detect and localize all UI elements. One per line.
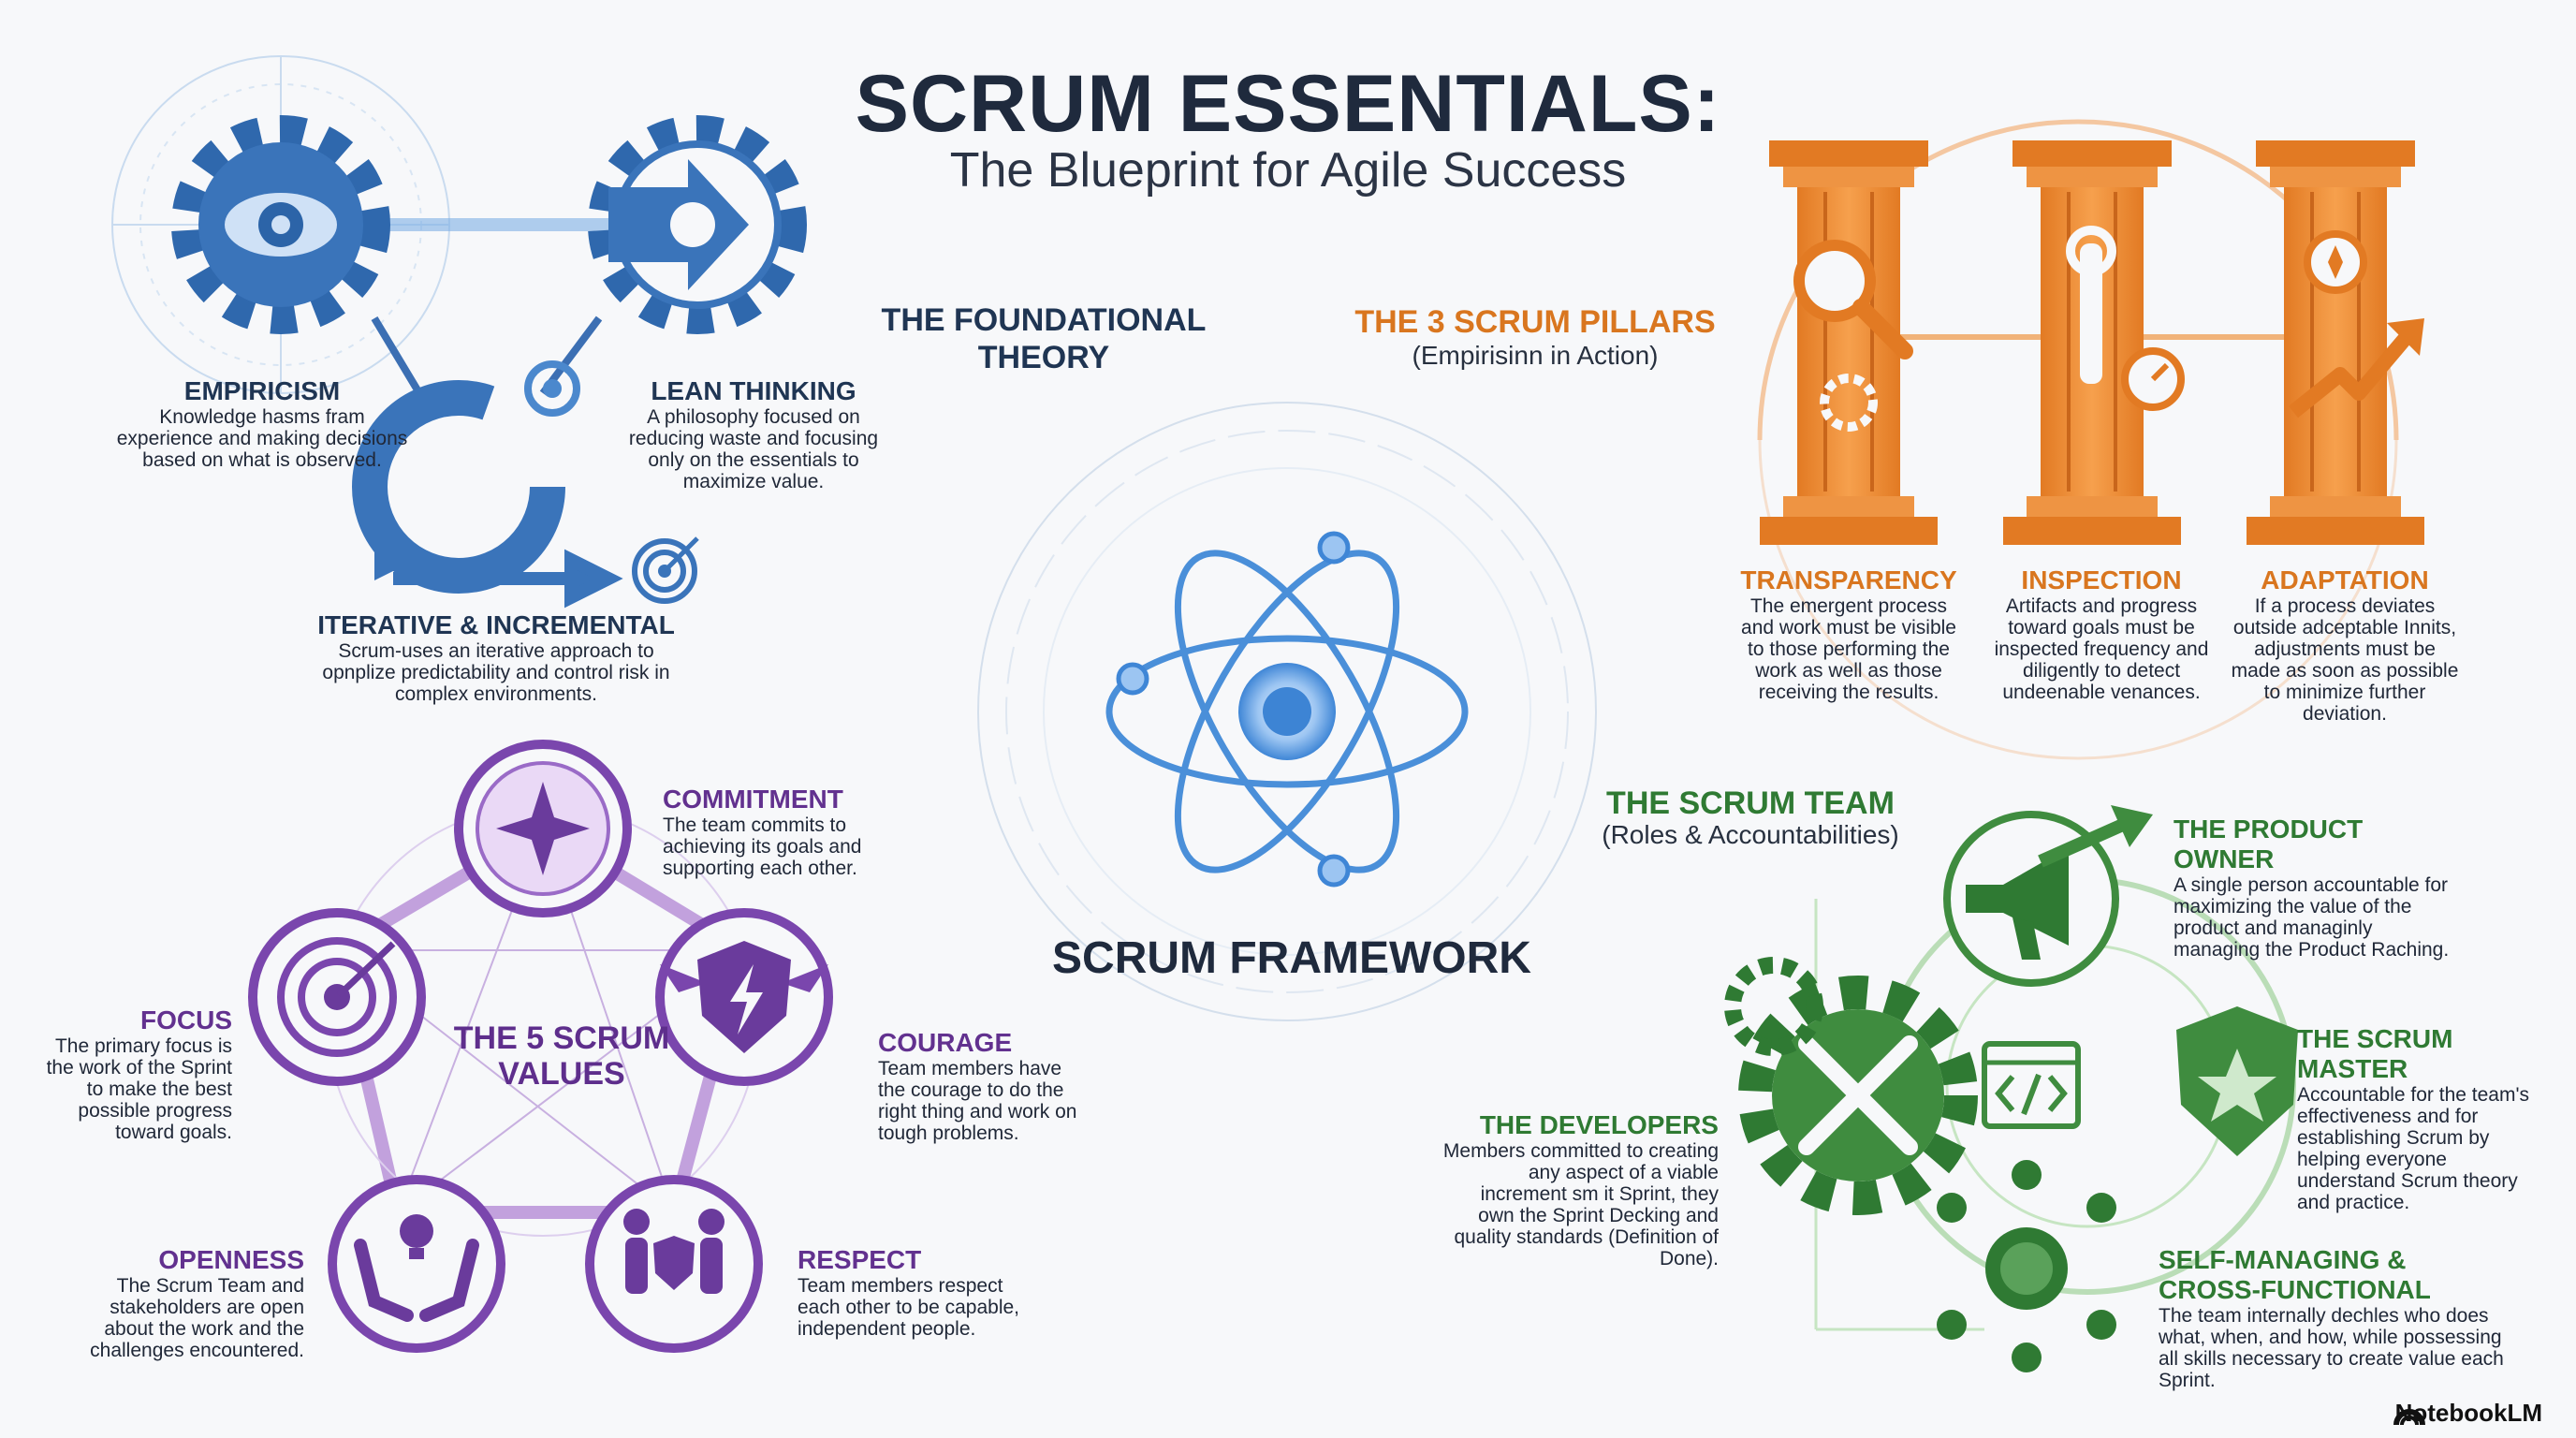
lean-thinking-gear-icon (588, 115, 807, 334)
values-pentagon-art (248, 740, 833, 1353)
transparency-text: The emergent process and work must be vi… (1741, 595, 1956, 703)
iterative-title: ITERATIVE & INCREMENTAL (317, 610, 675, 639)
empiricism-text: Knowledge hasms fram experience and maki… (116, 406, 408, 471)
lean-thinking-block: LEAN THINKING A philosophy focused on re… (618, 376, 889, 492)
scrum-framework-label: SCRUM FRAMEWORK (1052, 933, 1531, 983)
developers-block: THE DEVELOPERS Members committed to crea… (1442, 1110, 1719, 1269)
target-arrow-icon (248, 908, 426, 1086)
courage-text: Team members have the courage to do the … (878, 1058, 1077, 1144)
scrum-team-subheading: (Roles & Accountabilities) (1602, 820, 1899, 849)
commitment-text: The team commits to achieving its goals … (663, 814, 862, 879)
scrum-team-heading: THE SCRUM TEAM (1606, 785, 1895, 821)
adaptation-pillar-icon (2247, 140, 2424, 545)
shield-star-icon (2176, 1006, 2298, 1156)
openness-block: OPENNESS The Scrum Team and stakeholders… (75, 1245, 304, 1361)
lean-thinking-title: LEAN THINKING (651, 376, 856, 405)
courage-title: COURAGE (878, 1028, 1013, 1057)
empiricism-block: EMPIRICISM Knowledge hasms fram experien… (112, 376, 412, 471)
pillars-subheading: (Empirisinn in Action) (1412, 341, 1659, 370)
target-icon (632, 536, 699, 604)
page-subtitle: The Blueprint for Agile Success (949, 143, 1627, 198)
scrum-master-block: THE SCRUM MASTER Accountable for the tea… (2297, 1024, 2536, 1213)
iterative-block: ITERATIVE & INCREMENTAL Scrum-uses an it… (300, 610, 693, 705)
values-center-label: THE 5 SCRUM VALUES (453, 1020, 670, 1092)
open-hands-lightbulb-icon (328, 1175, 505, 1353)
inspection-pillar-icon (2003, 140, 2185, 545)
transparency-title: TRANSPARENCY (1740, 565, 1957, 594)
gear-tools-icon (1724, 957, 1978, 1215)
focus-title: FOCUS (140, 1005, 232, 1034)
scrum-master-title: THE SCRUM MASTER (2297, 1024, 2453, 1083)
scrum-master-text: Accountable for the team's effectiveness… (2297, 1084, 2529, 1213)
brand-name: NotebookLM (2394, 1399, 2542, 1427)
product-owner-block: THE PRODUCT OWNER A single person accoun… (2174, 814, 2464, 961)
respect-block: RESPECT Team members respect each other … (798, 1245, 1022, 1340)
openness-text: The Scrum Team and stakeholders are open… (90, 1275, 304, 1361)
megaphone-icon (1943, 805, 2153, 987)
iterative-cycle-icon (352, 360, 623, 609)
foundational-theory-art (111, 55, 807, 609)
respect-title: RESPECT (798, 1245, 922, 1274)
iterative-text: Scrum-uses an iterative approach to opnp… (322, 640, 670, 705)
page-title: SCRUM ESSENTIALS: (855, 59, 1721, 149)
developers-text: Members committed to creating any aspect… (1442, 1140, 1719, 1269)
focus-text: The primary focus is the work of the Spr… (46, 1035, 232, 1143)
product-owner-text: A single person accountable for maximizi… (2174, 874, 2450, 961)
empiricism-title: EMPIRICISM (183, 376, 341, 405)
team-brain-icon (1937, 1160, 2116, 1372)
adaptation-title: ADAPTATION (2261, 565, 2429, 594)
courage-block: COURAGE Team members have the courage to… (878, 1028, 1093, 1144)
people-shield-icon (585, 1175, 763, 1353)
transparency-pillar-icon (1760, 140, 1938, 545)
inspection-title: INSPECTION (2021, 565, 2182, 594)
adaptation-block: ADAPTATION If a process deviates outside… (2228, 565, 2462, 725)
pillars-art (1757, 119, 2424, 760)
foundational-theory-heading: THE FOUNDATIONAL THEORY (881, 302, 1207, 375)
pillars-heading: THE 3 SCRUM PILLARS (1354, 304, 1716, 340)
shield-lightning-icon (655, 908, 833, 1086)
scrum-team-art (1724, 805, 2298, 1372)
respect-text: Team members respect each other to be ca… (798, 1275, 1020, 1340)
commitment-title: COMMITMENT (663, 785, 843, 814)
scrum-framework-atom (977, 402, 1597, 1021)
focus-block: FOCUS The primary focus is the work of t… (37, 1005, 232, 1143)
compass-icon (454, 740, 632, 917)
notebooklm-logo-icon (2393, 1409, 2425, 1426)
adaptation-text: If a process deviates outside adceptable… (2231, 595, 2459, 725)
transparency-block: TRANSPARENCY The emergent process and wo… (1732, 565, 1966, 703)
lean-thinking-text: A philosophy focused on reducing waste a… (628, 406, 879, 492)
self-managing-title: SELF-MANAGING & CROSS-FUNCTIONAL (2159, 1245, 2431, 1304)
code-window-icon (1982, 1041, 2081, 1129)
openness-title: OPENNESS (158, 1245, 304, 1274)
inspection-text: Artifacts and progress toward goals must… (1994, 595, 2209, 703)
product-owner-title: THE PRODUCT OWNER (2174, 814, 2364, 873)
developers-title: THE DEVELOPERS (1479, 1110, 1719, 1139)
self-managing-block: SELF-MANAGING & CROSS-FUNCTIONAL The tea… (2159, 1245, 2505, 1391)
empiricism-gear-icon (171, 115, 390, 334)
inspection-block: INSPECTION Artifacts and progress toward… (1984, 565, 2218, 703)
commitment-block: COMMITMENT The team commits to achieving… (663, 785, 887, 879)
self-managing-text: The team internally dechles who does wha… (2159, 1305, 2504, 1391)
